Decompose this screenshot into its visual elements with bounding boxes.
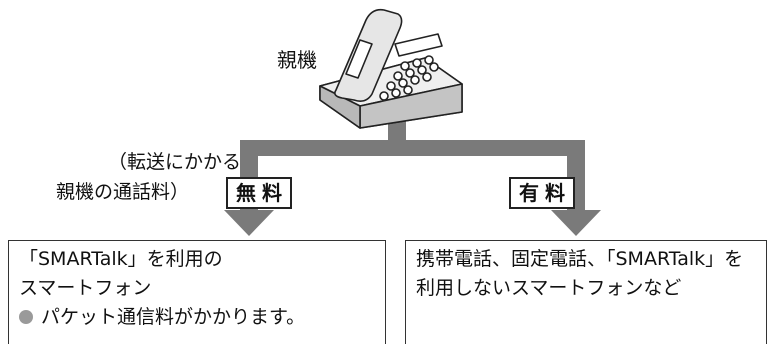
left-arrow [224, 210, 274, 236]
right-arrow [551, 210, 601, 236]
call-charge-note-line2: 親機の通話料） [56, 181, 190, 203]
smartalk-smartphone-box: 「SMARTalk」を利用の スマートフォン パケット通信料がかかります。 [8, 240, 386, 344]
base-unit-label: 親機 [277, 48, 317, 72]
horizontal-branch [240, 140, 585, 156]
other-phones-box: 携帯電話、固定電話、「SMARTalk」を 利用しないスマートフォンなど [405, 240, 767, 344]
right-box-line2: 利用しないスマートフォンなど [416, 277, 682, 299]
call-charge-note-line1: （転送にかかる [108, 151, 242, 173]
paid-tag: 有料 [509, 177, 575, 209]
left-box-line2: スマートフォン [19, 277, 152, 299]
cordless-base-phone-icon [319, 8, 463, 129]
right-box-line1: 携帯電話、固定電話、「SMARTalk」を [416, 248, 744, 270]
left-box-line1: 「SMARTalk」を利用の [19, 248, 223, 270]
free-tag: 無料 [226, 177, 292, 209]
bullet-icon [19, 310, 33, 324]
packet-charge-text: パケット通信料がかかります。 [41, 306, 306, 328]
packet-charge-note: パケット通信料がかかります。 [19, 303, 375, 332]
